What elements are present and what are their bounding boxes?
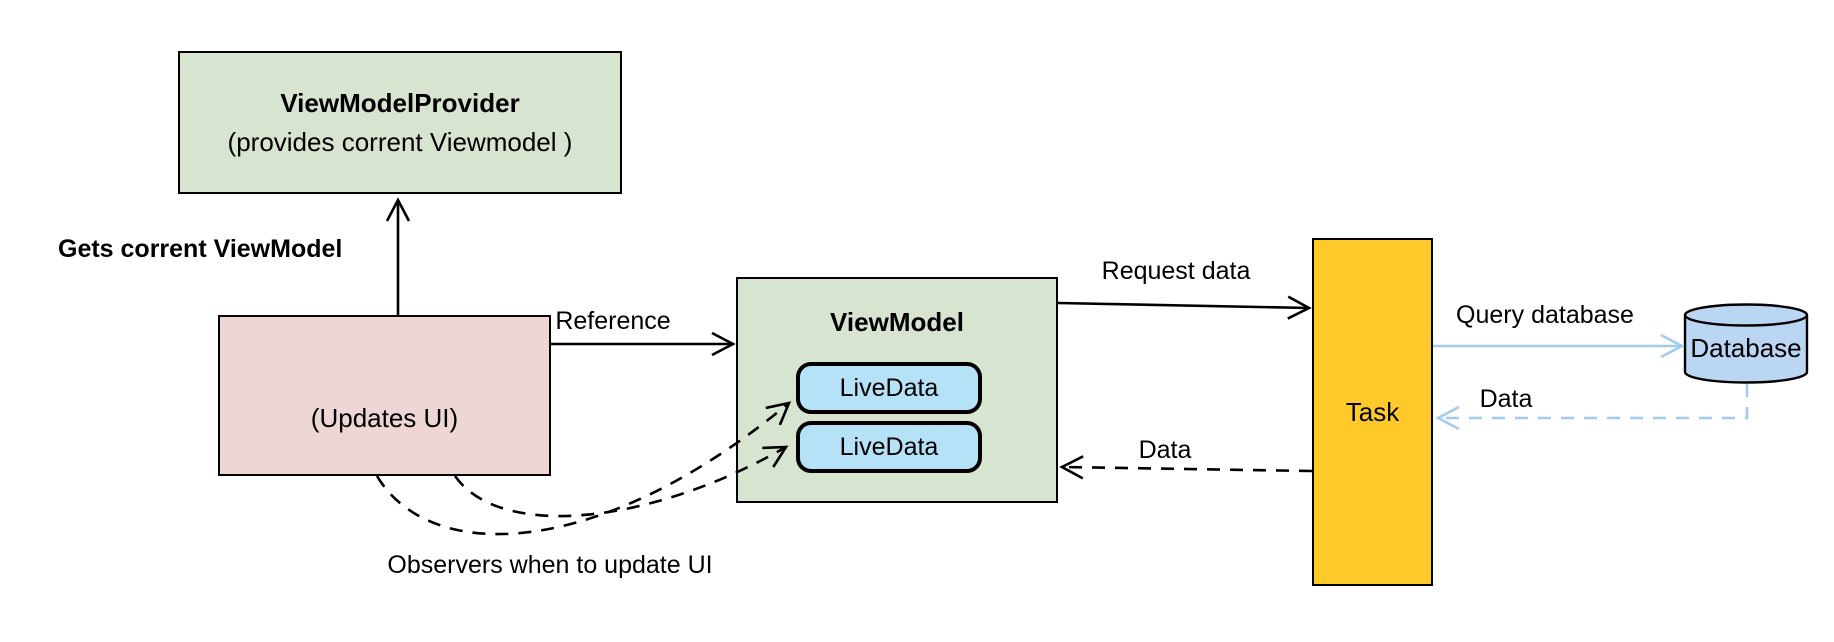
reference-label: Reference — [555, 307, 671, 335]
livedata-2-box: LiveData — [796, 421, 982, 473]
updates-ui-box: (Updates UI) — [218, 315, 551, 476]
gets-viewmodel-label: Gets corrent ViewModel — [58, 235, 343, 263]
database-label: Database — [1690, 332, 1802, 363]
viewmodelprovider-title: ViewModelProvider — [280, 88, 520, 119]
livedata-1-label: LiveData — [839, 373, 939, 402]
task-label: Task — [1345, 396, 1400, 427]
task-box: Task — [1312, 238, 1433, 586]
data-from-database-label: Data — [1479, 385, 1533, 413]
data-to-viewmodel-label: Data — [1138, 436, 1192, 464]
viewmodelprovider-box: ViewModelProvider (provides corrent View… — [178, 51, 622, 194]
data-to-viewmodel-arrow — [1059, 455, 1313, 480]
observers-label: Observers when to update UI — [387, 551, 713, 579]
livedata-1-box: LiveData — [796, 362, 982, 414]
viewmodel-title: ViewModel — [830, 307, 964, 337]
livedata-2-label: LiveData — [839, 432, 939, 461]
request-data-arrow — [1057, 295, 1312, 320]
viewmodelprovider-subtitle: (provides corrent Viewmodel ) — [227, 126, 573, 157]
query-database-label: Query database — [1456, 301, 1634, 329]
request-data-label: Request data — [1101, 257, 1251, 285]
updates-ui-label: (Updates UI) — [310, 403, 459, 433]
